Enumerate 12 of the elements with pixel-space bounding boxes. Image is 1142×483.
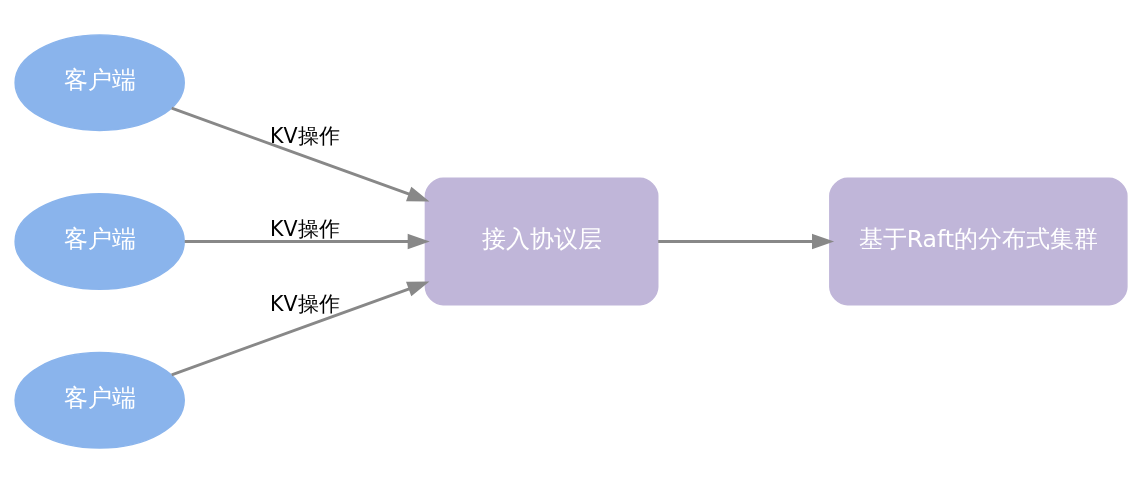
node-ellipse: 客户端 <box>14 351 185 449</box>
arrow <box>658 233 835 250</box>
arrow <box>171 281 430 377</box>
node-box: 接入协议层 <box>424 177 659 306</box>
edge-label: KV操作 <box>270 291 340 316</box>
node-ellipse: 客户端 <box>14 192 185 291</box>
arrow <box>171 106 430 202</box>
node-box: 基于Raft的分布式集群 <box>829 177 1128 306</box>
node-ellipse: 客户端 <box>14 34 185 132</box>
arrow <box>184 233 430 250</box>
edge-label: KV操作 <box>270 124 340 149</box>
edge-label: KV操作 <box>270 216 340 241</box>
